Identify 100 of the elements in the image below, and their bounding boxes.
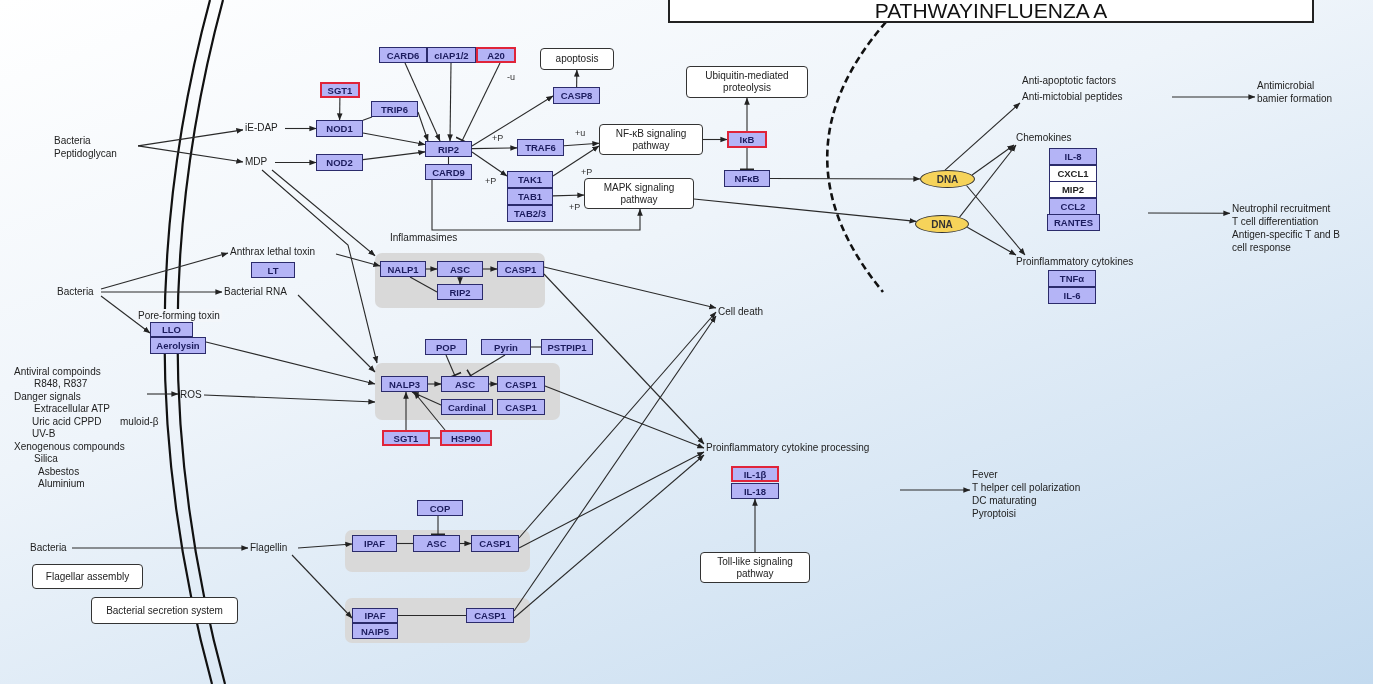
arrow (137, 128, 244, 147)
inhibition-line (740, 147, 754, 171)
text-label: Aluminium (37, 477, 86, 490)
protein-box: TAB2/3 (507, 205, 553, 222)
arrow (744, 97, 750, 132)
dna-ellipse: DNA (920, 170, 975, 188)
text-label: Chemokines (1015, 131, 1073, 144)
arrow (693, 198, 917, 224)
arrow (959, 144, 1017, 218)
protein-box: IL-18 (731, 483, 779, 499)
text-label: Anthrax lethal toxin (229, 245, 317, 258)
arrow (518, 451, 705, 549)
arrow (100, 289, 223, 295)
arrow (335, 253, 381, 267)
text-label: Neutrophil recruitment (1231, 202, 1332, 215)
protein-box: HSP90 (440, 430, 492, 446)
arrow (944, 102, 1021, 171)
text-label: Danger signals (13, 390, 82, 403)
text-label: Pore-forming toxin (136, 309, 222, 322)
protein-box: CASP1 (497, 399, 545, 415)
text-label: Uric acid CPPD (31, 415, 103, 428)
arrow (274, 159, 317, 166)
connector-line (530, 346, 542, 348)
arrow (471, 151, 508, 177)
protein-box: COP (417, 500, 463, 516)
inhibition-line (431, 515, 445, 536)
arrow (513, 454, 705, 619)
text-label: Bacteria (29, 541, 68, 554)
arrow (146, 391, 179, 397)
protein-box: CASP1 (497, 376, 545, 392)
text-label: Proinflammatory cytokines (1015, 255, 1135, 268)
protein-box: CARD6 (379, 47, 427, 63)
protein-box: PSTPIP1 (541, 339, 593, 355)
pathway-box: Bacterial secretion system (91, 597, 238, 624)
arrow (205, 341, 376, 386)
arrow (471, 95, 554, 147)
arrow (702, 136, 728, 143)
arrow (573, 69, 580, 88)
text-label: UV-B (31, 427, 57, 440)
text-label: muloid-β (119, 415, 160, 428)
pathway-box: Toll-like signaling pathway (700, 552, 810, 583)
arrow (297, 541, 353, 549)
protein-box: NALP3 (381, 376, 428, 392)
protein-box: RIP2 (437, 284, 483, 300)
arrow (417, 111, 429, 142)
arrow (769, 176, 921, 182)
arrow (100, 295, 151, 334)
arrow (971, 144, 1015, 176)
arrow (71, 545, 249, 551)
text-label: T helper cell polarization (971, 481, 1082, 494)
protein-box: CASP1 (466, 608, 514, 623)
text-label: Antimicrobial bamier formation (1256, 79, 1334, 105)
text-label: MDP (244, 155, 269, 168)
protein-box: RANTES (1047, 214, 1100, 231)
inflammasome-band (375, 363, 560, 420)
pathway-box: Ubiquitin-mediated proteolysis (686, 66, 808, 98)
protein-box: RIP2 (425, 141, 472, 157)
arrow (552, 145, 600, 177)
arrow (543, 266, 717, 310)
text-label: Fever (971, 468, 999, 481)
arrow (261, 169, 379, 364)
arrow (447, 62, 453, 142)
arrow (362, 149, 426, 161)
protein-box: POP (425, 339, 467, 355)
protein-box: ASC (413, 535, 460, 552)
arrow (459, 540, 472, 547)
arrow (518, 311, 717, 539)
diagram-title: PATHWAYINFLUENZA A (668, 0, 1314, 23)
connector-line (429, 437, 441, 439)
text-label: Flagellin (249, 541, 289, 554)
text-label: Antigen-specific T and B cell response (1231, 228, 1342, 254)
arrow (899, 487, 971, 493)
protein-box: NALP1 (380, 261, 426, 277)
protein-box: TAK1 (507, 171, 553, 188)
arrow (413, 391, 446, 431)
protein-box: ASC (437, 261, 483, 277)
arrow (563, 140, 600, 147)
arrow (411, 391, 442, 406)
protein-box: ASC (441, 376, 489, 392)
arrow (362, 132, 426, 147)
text-label: Bacteria (56, 285, 95, 298)
protein-box: A20 (476, 47, 516, 63)
text-label: DC maturating (971, 494, 1038, 507)
protein-box: SGT1 (320, 82, 360, 98)
text-label: Pyroptoisi (971, 507, 1017, 520)
protein-box: IPAF (352, 608, 398, 623)
protein-box: NFκB (724, 170, 770, 187)
arrow (425, 266, 438, 272)
text-label: Antiviral compoinds (13, 365, 102, 378)
protein-box: MIP2 (1049, 181, 1097, 198)
arrow (966, 226, 1017, 256)
arrow (543, 273, 705, 445)
protein-box: TAB1 (507, 188, 553, 205)
text-label: Xenogenous compounds (13, 440, 126, 453)
arrow (100, 252, 229, 290)
protein-box: SGT1 (382, 430, 430, 446)
text-label: Extracellular ATP (33, 402, 111, 415)
protein-box: Pyrin (481, 339, 531, 355)
protein-box: TRIP6 (371, 101, 418, 117)
arrow (544, 385, 705, 449)
